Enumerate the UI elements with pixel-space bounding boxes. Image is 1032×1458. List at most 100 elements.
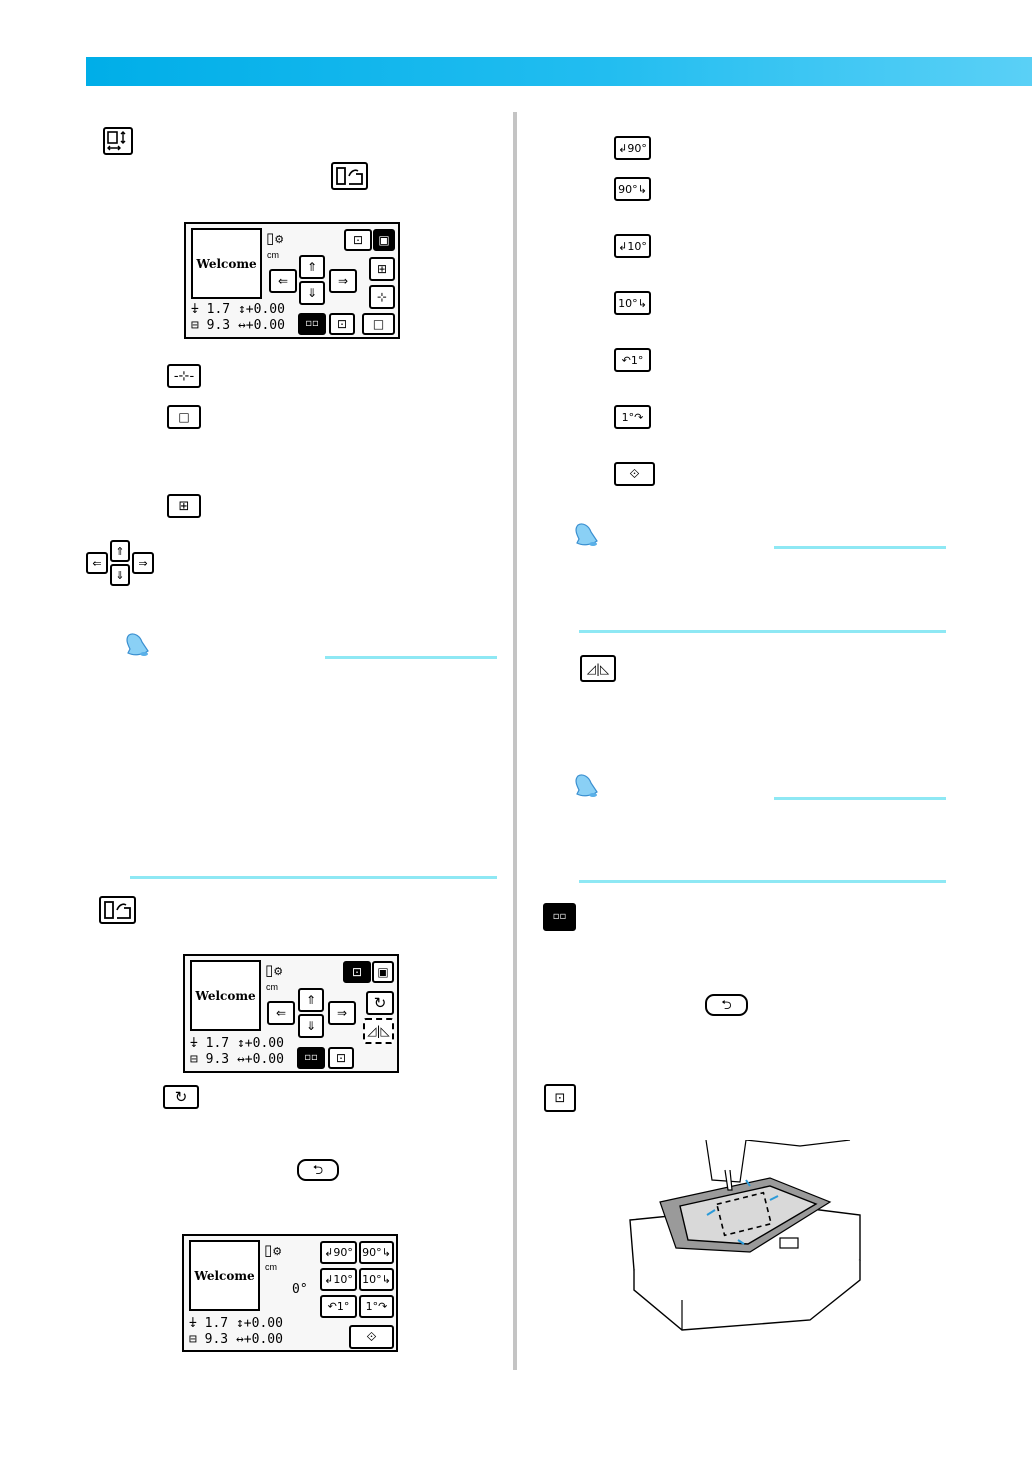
ok-icon: ⟐ (614, 462, 655, 486)
mirror-icon: ◿|◺ (580, 655, 616, 682)
rotate-ccw-90-button[interactable]: ↲90° (320, 1241, 357, 1264)
down-key-icon: ⇓ (110, 564, 130, 586)
rotate-cw-1-icon: 1°↷ (614, 405, 651, 429)
down-arrow-button[interactable]: ⇓ (298, 1014, 324, 1038)
down-arrow-button[interactable]: ⇓ (299, 281, 325, 305)
mirror-button[interactable]: ◿|◺ (363, 1018, 394, 1044)
rotate-mirror-tab[interactable]: ⊡ (344, 229, 372, 251)
edit-screen: Welcome ▯⚙ cm ⊡ ▣ ⇑ ⇐ ⇒ ⇓ ↻ ◿|◺ ⍖ 1.7 ↕+… (183, 954, 399, 1073)
rotate-cw-10-button[interactable]: 10°↳ (359, 1268, 394, 1291)
size-icon (103, 127, 133, 155)
rotate-button[interactable]: ↻ (366, 991, 394, 1015)
trial-icon: ⊡ (544, 1084, 576, 1112)
note-bell-icon (575, 523, 598, 546)
height-value: 1.7 (205, 1036, 230, 1051)
rotate-cw-90-icon: 90°↳ (614, 177, 651, 201)
width-value: 9.3 (205, 1052, 230, 1067)
dual-view-icon: ▫▫ (543, 903, 576, 931)
header-bar (86, 57, 1032, 86)
pattern-preview: Welcome (191, 228, 262, 299)
size-tab[interactable]: ▣ (372, 961, 394, 983)
height-offset: +0.00 (245, 302, 285, 317)
square-button[interactable]: □ (362, 313, 395, 335)
rotate-mirror-icon (331, 162, 368, 190)
column-divider (513, 112, 517, 1370)
layout-screen: Welcome ▯⚙ cm ⊡ ▣ ⇑ ⇐ ⇒ ⇓ ⊞ ⊹ ⍖ 1.7 ↕+0.… (184, 222, 400, 339)
pattern-preview: Welcome (190, 960, 261, 1031)
height-offset: +0.00 (244, 1036, 284, 1051)
note-rule-top (774, 797, 946, 800)
back-icon: ⮌ (297, 1159, 339, 1181)
height-row: ⍖ 1.7 ↕+0.00 (189, 1316, 283, 1331)
machine-icon: ▯⚙ (264, 1241, 283, 1259)
rotate-ccw-1-icon: ↶1° (614, 348, 651, 372)
square-icon: □ (167, 405, 201, 429)
unit-label: cm (267, 250, 279, 260)
note-bell-icon (126, 633, 149, 656)
left-arrow-button[interactable]: ⇐ (269, 269, 297, 293)
right-arrow-button[interactable]: ⇒ (329, 269, 357, 293)
note-rule-bottom (130, 876, 497, 879)
note-rule-bottom (579, 880, 946, 883)
quarter-grid-icon: ⊞ (167, 494, 201, 518)
note-rule-top (774, 546, 946, 549)
height-row: ⍖ 1.7 ↕+0.00 (191, 302, 285, 317)
rotate-ccw-10-icon: ↲10° (614, 234, 651, 258)
rotate-mirror-icon (99, 896, 136, 924)
rotate-screen: Welcome ▯⚙ cm 0° ↲90° 90°↳ ↲10° 10°↳ ↶1°… (182, 1234, 398, 1352)
up-key-icon: ⇑ (110, 540, 130, 562)
back-icon: ⮌ (705, 994, 748, 1016)
rotate-ccw-10-button[interactable]: ↲10° (320, 1268, 357, 1291)
rotate-ccw-90-icon: ↲90° (614, 136, 651, 160)
rotate-cw-90-button[interactable]: 90°↳ (359, 1241, 394, 1264)
height-icon: ⍖ (191, 302, 199, 317)
rotate-ccw-1-button[interactable]: ↶1° (320, 1295, 357, 1318)
width-icon: ⊟ (191, 318, 199, 333)
height-row: ⍖ 1.7 ↕+0.00 (190, 1036, 284, 1051)
height-offset: +0.00 (243, 1316, 283, 1331)
height-value: 1.7 (206, 302, 231, 317)
width-offset: +0.00 (244, 1052, 284, 1067)
machine-icon: ▯⚙ (266, 229, 285, 247)
width-icon: ⊟ (189, 1332, 197, 1347)
height-value: 1.7 (204, 1316, 229, 1331)
right-arrow-button[interactable]: ⇒ (328, 1001, 356, 1025)
width-row: ⊟ 9.3 ↔+0.00 (189, 1332, 283, 1347)
quarter-grid-button[interactable]: ⊞ (369, 257, 395, 281)
width-row: ⊟ 9.3 ↔+0.00 (190, 1052, 284, 1067)
center-button[interactable]: ⊹ (369, 285, 395, 309)
arrow-keys-icon: ⇐ ⇑ ⇓ ⇒ (86, 540, 156, 588)
rotate-icon: ↻ (163, 1085, 199, 1109)
center-needle-icon: -⊹- (167, 364, 201, 388)
angle-readout: 0° (292, 1282, 308, 1297)
up-arrow-button[interactable]: ⇑ (298, 988, 324, 1012)
width-row: ⊟ 9.3 ↔+0.00 (191, 318, 285, 333)
width-value: 9.3 (206, 318, 231, 333)
dual-view-button[interactable]: ▫▫ (297, 1047, 325, 1069)
width-offset: +0.00 (245, 318, 285, 333)
rotate-mirror-tab[interactable]: ⊡ (343, 961, 371, 983)
unit-label: cm (265, 1262, 277, 1272)
left-arrow-button[interactable]: ⇐ (267, 1001, 295, 1025)
dual-view-button[interactable]: ▫▫ (298, 313, 326, 335)
height-icon: ⍖ (190, 1036, 198, 1051)
height-icon: ⍖ (189, 1316, 197, 1331)
note-rule-top (325, 656, 497, 659)
width-icon: ⊟ (190, 1052, 198, 1067)
rotate-cw-1-button[interactable]: 1°↷ (359, 1295, 394, 1318)
rotate-cw-10-icon: 10°↳ (614, 291, 651, 315)
up-arrow-button[interactable]: ⇑ (299, 255, 325, 279)
note-bell-icon (575, 774, 598, 797)
pattern-preview: Welcome (189, 1240, 260, 1311)
machine-icon: ▯⚙ (265, 961, 284, 979)
width-offset: +0.00 (243, 1332, 283, 1347)
width-value: 9.3 (204, 1332, 229, 1347)
ok-button[interactable]: ⟐ (349, 1325, 394, 1349)
left-key-icon: ⇐ (86, 552, 108, 574)
trial-button[interactable]: ⊡ (328, 1047, 354, 1069)
unit-label: cm (266, 982, 278, 992)
size-tab[interactable]: ▣ (373, 229, 395, 251)
right-key-icon: ⇒ (132, 552, 154, 574)
trial-button[interactable]: ⊡ (329, 313, 355, 335)
sewing-machine-illustration (629, 1140, 861, 1331)
